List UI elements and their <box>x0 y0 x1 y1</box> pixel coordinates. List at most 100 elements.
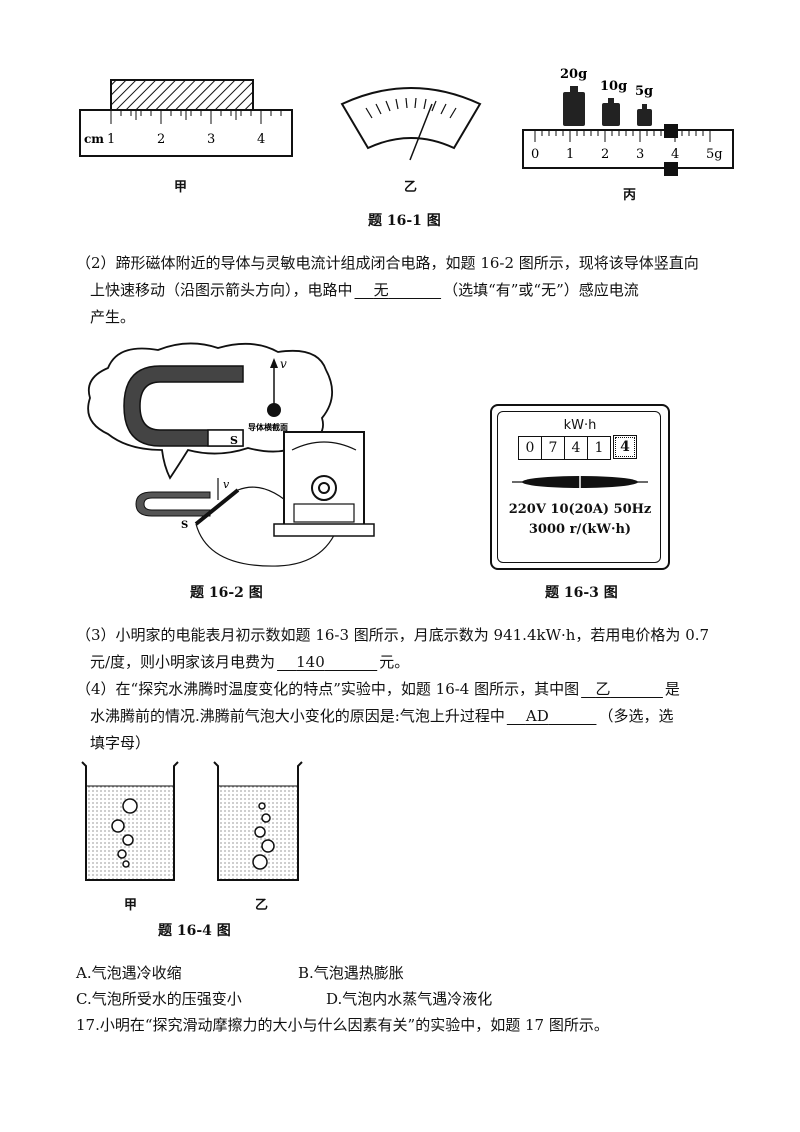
option-c: C.气泡所受水的压强变小 <box>76 990 242 1008</box>
weight-label: 5g <box>635 84 653 99</box>
beam-tick-label: 3 <box>636 147 644 162</box>
caption-16-3: 题 16-3 图 <box>545 585 618 601</box>
label-jia: 甲 <box>174 180 188 195</box>
q3-answer: 140 <box>296 653 325 671</box>
q3-line2-post: 元。 <box>379 653 410 671</box>
q4-answer2-blank: AD <box>505 707 599 725</box>
q2-answer-blank: 无 <box>353 281 444 299</box>
q3-line2: 元/度，则小明家该月电费为 140 元。 <box>76 649 756 676</box>
caption-16-2: 题 16-2 图 <box>190 585 263 601</box>
meter-digit: 0 <box>518 436 542 460</box>
q4-line1-pre: （4）在“探究水沸腾时温度变化的特点”实验中，如题 16-4 图所示，其中图 <box>76 680 580 698</box>
question-17: 17.小明在“探究滑动摩擦力的大小与什么因素有关”的实验中，如题 17 图所示。 <box>76 1016 609 1034</box>
q4-line1: （4）在“探究水沸腾时温度变化的特点”实验中，如题 16-4 图所示，其中图 乙… <box>76 676 756 703</box>
dial-needle <box>409 103 433 161</box>
pole-label-s: S <box>230 434 238 447</box>
beaker-jia <box>81 761 179 881</box>
beaker-yi <box>213 761 303 881</box>
meter-digit: 1 <box>588 436 611 460</box>
question-3: （3）小明家的电能表月初示数如题 16-3 图所示，月底示数为 941.4kW·… <box>76 622 756 676</box>
conductor-cross-section <box>267 403 281 417</box>
beam-tick-label: 5g <box>706 147 723 162</box>
meter-dial-yi <box>340 87 482 161</box>
bubble <box>252 854 268 870</box>
bubble <box>122 834 134 846</box>
label-yi: 乙 <box>404 180 418 195</box>
caption-16-4: 题 16-4 图 <box>158 923 231 939</box>
meter-inner <box>497 411 661 563</box>
label-beaker-yi: 乙 <box>255 898 269 913</box>
beam-tick-label: 4 <box>671 147 679 162</box>
weight-10g-icon <box>602 98 620 126</box>
balance-beam <box>522 129 734 169</box>
bubble <box>258 802 266 810</box>
small-magnet <box>135 491 211 517</box>
bubble <box>261 813 271 823</box>
figure-16-1: cm 1 2 3 4 甲 乙 20g 10g 5g <box>70 60 750 240</box>
dial-face <box>340 87 482 150</box>
q3-answer-blank: 140 <box>275 653 379 671</box>
ruler-tick-label: 4 <box>257 132 265 147</box>
q2-answer: 无 <box>373 281 389 299</box>
weight-label: 10g <box>600 79 627 94</box>
q2-line2: 上快速移动（沿图示箭头方向），电路中 无 （选填“有”或“无”）感应电流 <box>76 277 756 304</box>
option-b: B.气泡遇热膨胀 <box>298 964 404 982</box>
ruler-tick-label: 2 <box>157 132 165 147</box>
ruler-tick-label: 1 <box>107 132 115 147</box>
bubble <box>261 839 275 853</box>
question-2: （2）蹄形磁体附近的导体与灵敏电流计组成闭合电路，如题 16-2 图所示，现将该… <box>76 250 756 331</box>
q3-line1: （3）小明家的电能表月初示数如题 16-3 图所示，月底示数为 941.4kW·… <box>76 626 710 644</box>
measured-block <box>110 79 254 111</box>
pole-label-s-small: S <box>181 520 188 531</box>
galvanometer-scale <box>291 441 357 451</box>
q3-line2-pre: 元/度，则小明家该月电费为 <box>90 653 276 671</box>
q4-answer2: AD <box>525 707 549 725</box>
weight-label: 20g <box>560 67 587 82</box>
ruler-unit: cm <box>84 132 104 146</box>
q4-line2-pre: 水沸腾前的情况.沸腾前气泡大小变化的原因是:气泡上升过程中 <box>90 707 505 725</box>
conductor-rod <box>194 488 240 526</box>
q2-line2-pre: 上快速移动（沿图示箭头方向），电路中 <box>90 281 353 299</box>
weight-20g-icon <box>563 86 585 126</box>
ruler-tick-label: 3 <box>207 132 215 147</box>
q4-answer1-blank: 乙 <box>579 680 665 698</box>
big-magnet-s-pole <box>207 429 244 447</box>
q2-line2-post: （选填“有”或“无”）感应电流 <box>443 281 639 299</box>
galvanometer-base <box>273 523 375 537</box>
label-bing: 丙 <box>623 188 637 203</box>
caption-16-1: 题 16-1 图 <box>368 213 441 229</box>
galvanometer-terminal-panel <box>293 503 355 523</box>
velocity-label: v <box>280 357 287 371</box>
figure-16-4-beakers <box>81 761 303 881</box>
beam-tick-label: 0 <box>531 147 539 162</box>
balance-beam-bing: 20g 10g 5g 0 1 2 3 4 5g <box>522 67 734 176</box>
ruler-diagram-jia: cm 1 2 3 4 <box>79 79 293 157</box>
rider-top <box>664 124 678 138</box>
velocity-label-small: v <box>223 478 230 491</box>
bubble <box>122 860 130 868</box>
option-d: D.气泡内水蒸气遇冷液化 <box>326 990 493 1008</box>
q4-line3: 填字母） <box>90 734 151 752</box>
q4-answer1: 乙 <box>595 680 611 698</box>
bubble <box>254 826 266 838</box>
velocity-arrowhead <box>270 358 278 368</box>
q4-line2: 水沸腾前的情况.沸腾前气泡大小变化的原因是:气泡上升过程中 AD （多选，选 <box>76 703 756 730</box>
ruler-ticks <box>110 110 282 124</box>
bubble <box>117 849 127 859</box>
galvanometer-knob <box>318 482 330 494</box>
figure-16-2-circuit: S v 导体横截面 S v <box>87 342 375 567</box>
meter-spec-2: 3000 r/(kW·h) <box>528 522 632 537</box>
meter-digits: 0 7 4 1 4 <box>518 435 637 460</box>
beam-tick-label: 2 <box>601 147 609 162</box>
q2-line1: （2）蹄形磁体附近的导体与灵敏电流计组成闭合电路，如题 16-2 图所示，现将该… <box>76 254 699 272</box>
bubble <box>111 819 125 833</box>
weight-5g-icon <box>637 104 652 126</box>
beam-tick-label: 1 <box>566 147 574 162</box>
q4-line2-post: （多选，选 <box>598 707 674 725</box>
question-4: （4）在“探究水沸腾时温度变化的特点”实验中，如题 16-4 图所示，其中图 乙… <box>76 676 756 757</box>
q2-line3: 产生。 <box>90 308 136 326</box>
meter-rotor-disc <box>512 476 648 488</box>
label-beaker-jia: 甲 <box>124 898 138 913</box>
conductor-label: 导体横截面 <box>248 422 288 432</box>
meter-digit: 7 <box>542 436 565 460</box>
